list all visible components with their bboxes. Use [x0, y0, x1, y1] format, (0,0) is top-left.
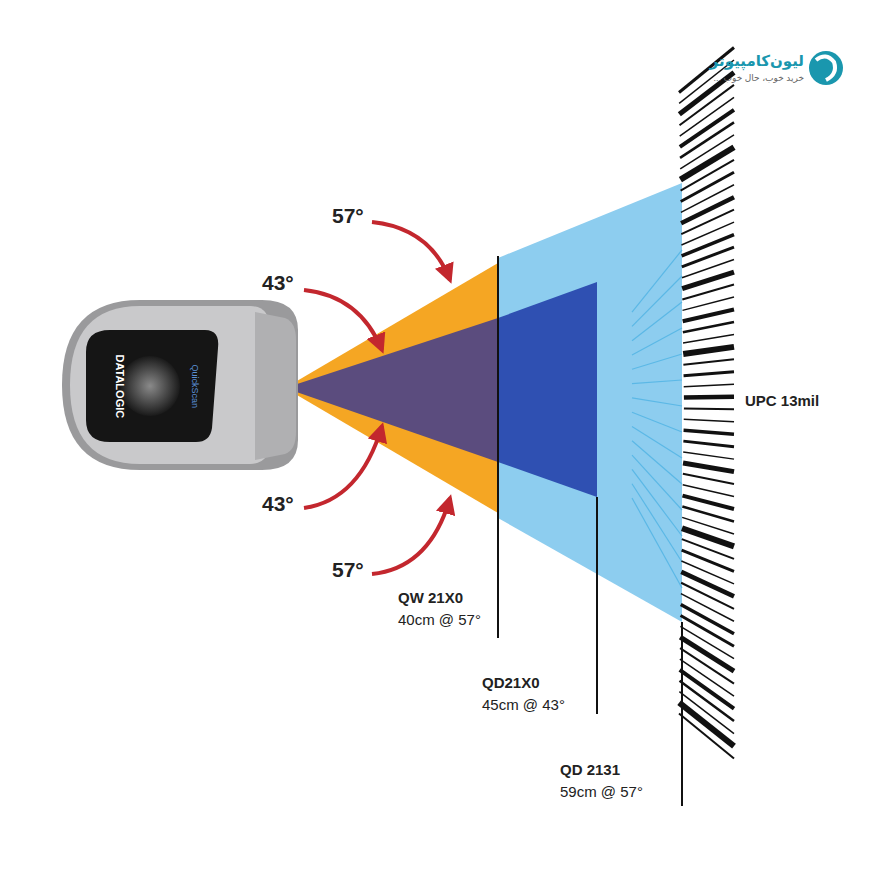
fan-57	[285, 263, 498, 513]
barcode-bar	[682, 247, 734, 267]
scan-ray	[632, 302, 682, 341]
barcode-bar	[683, 322, 734, 332]
barcode-bar	[682, 550, 734, 571]
barcode-bar	[679, 703, 734, 746]
barcode-bar	[680, 85, 734, 125]
angle-label: 43°	[262, 492, 294, 516]
scanner-lens	[120, 356, 180, 416]
brand-name: DATALOGIC	[114, 354, 127, 418]
barcode-bar	[681, 222, 734, 245]
barcode-bar	[681, 172, 734, 201]
barcode-bar	[683, 485, 734, 497]
watermark-slogan: خرید خوب، حال خوب ...	[714, 73, 804, 83]
distance-line	[681, 622, 683, 806]
barcode-bar	[683, 359, 734, 365]
angle-arrow	[372, 222, 450, 280]
barcode-bar	[682, 539, 734, 559]
barcode-bar	[683, 474, 734, 484]
model-name: QD 2131	[560, 761, 620, 778]
scan-ray	[632, 441, 682, 484]
barcode-bar	[684, 430, 734, 434]
scan-ray	[632, 498, 682, 588]
scan-ray	[632, 276, 682, 326]
barcode-bar	[684, 407, 734, 410]
scan-rays	[632, 250, 682, 588]
barcode-bar	[681, 572, 734, 596]
model-name: QD21X0	[482, 674, 540, 691]
barcode-bar	[684, 384, 734, 386]
scanner-body	[62, 300, 298, 470]
fan-43	[285, 318, 498, 462]
barcode-bar	[682, 235, 734, 256]
barcode-bar	[680, 681, 734, 721]
barcode-bar	[681, 561, 734, 584]
logo-icon	[816, 56, 835, 80]
distance-line	[596, 497, 598, 714]
scan-ray	[632, 328, 682, 355]
angle-arrow	[304, 426, 382, 508]
barcode-bar	[684, 372, 734, 376]
scan-ray	[632, 427, 682, 459]
barcode-bar	[683, 441, 734, 447]
scan-area-wide	[498, 183, 682, 622]
angle-arrow	[372, 498, 450, 574]
barcode-bar	[681, 197, 734, 223]
angle-label: 43°	[262, 271, 294, 295]
barcode-bar	[683, 452, 734, 459]
barcode-bar	[681, 583, 734, 609]
angle-arrow	[304, 290, 382, 350]
barcode-bar	[679, 714, 734, 759]
scan-ray	[632, 412, 682, 432]
scan-ray	[632, 380, 682, 384]
scanner-shell	[70, 306, 270, 464]
logo-icon	[809, 51, 843, 85]
barcode-bar	[683, 334, 734, 343]
scan-ray	[632, 398, 682, 406]
barcode-bar	[684, 419, 734, 421]
barcode-bar	[683, 297, 734, 310]
scanner-window	[86, 330, 218, 442]
barcode-bar	[682, 528, 734, 546]
scan-ray	[632, 484, 682, 562]
barcode	[679, 48, 734, 759]
distance-line	[497, 256, 499, 638]
scan-ray	[632, 250, 682, 312]
barcode-bar	[682, 285, 734, 300]
product-name: QuickScan	[190, 364, 200, 408]
scan-ray	[632, 469, 682, 536]
scan-area-narrow	[498, 282, 597, 497]
barcode-bar	[683, 309, 734, 321]
barcode-bar	[680, 670, 734, 709]
range-spec: 59cm @ 57°	[560, 783, 643, 800]
range-spec: 45cm @ 43°	[482, 696, 565, 713]
barcode-bar	[683, 463, 734, 472]
barcode-bar	[684, 395, 734, 400]
angle-label: 57°	[332, 204, 364, 228]
scan-ray	[632, 354, 682, 369]
angle-label: 57°	[332, 558, 364, 582]
model-name: QW 21X0	[398, 589, 463, 606]
barcode-bar	[683, 496, 734, 509]
barcode-label: UPC 13mil	[745, 392, 819, 409]
range-spec: 40cm @ 57°	[398, 611, 481, 628]
barcode-bar	[683, 347, 734, 354]
watermark-logo: لیون‌کامپیوتر	[710, 52, 804, 69]
scanner-head	[255, 312, 296, 460]
barcode-bar	[681, 210, 734, 234]
